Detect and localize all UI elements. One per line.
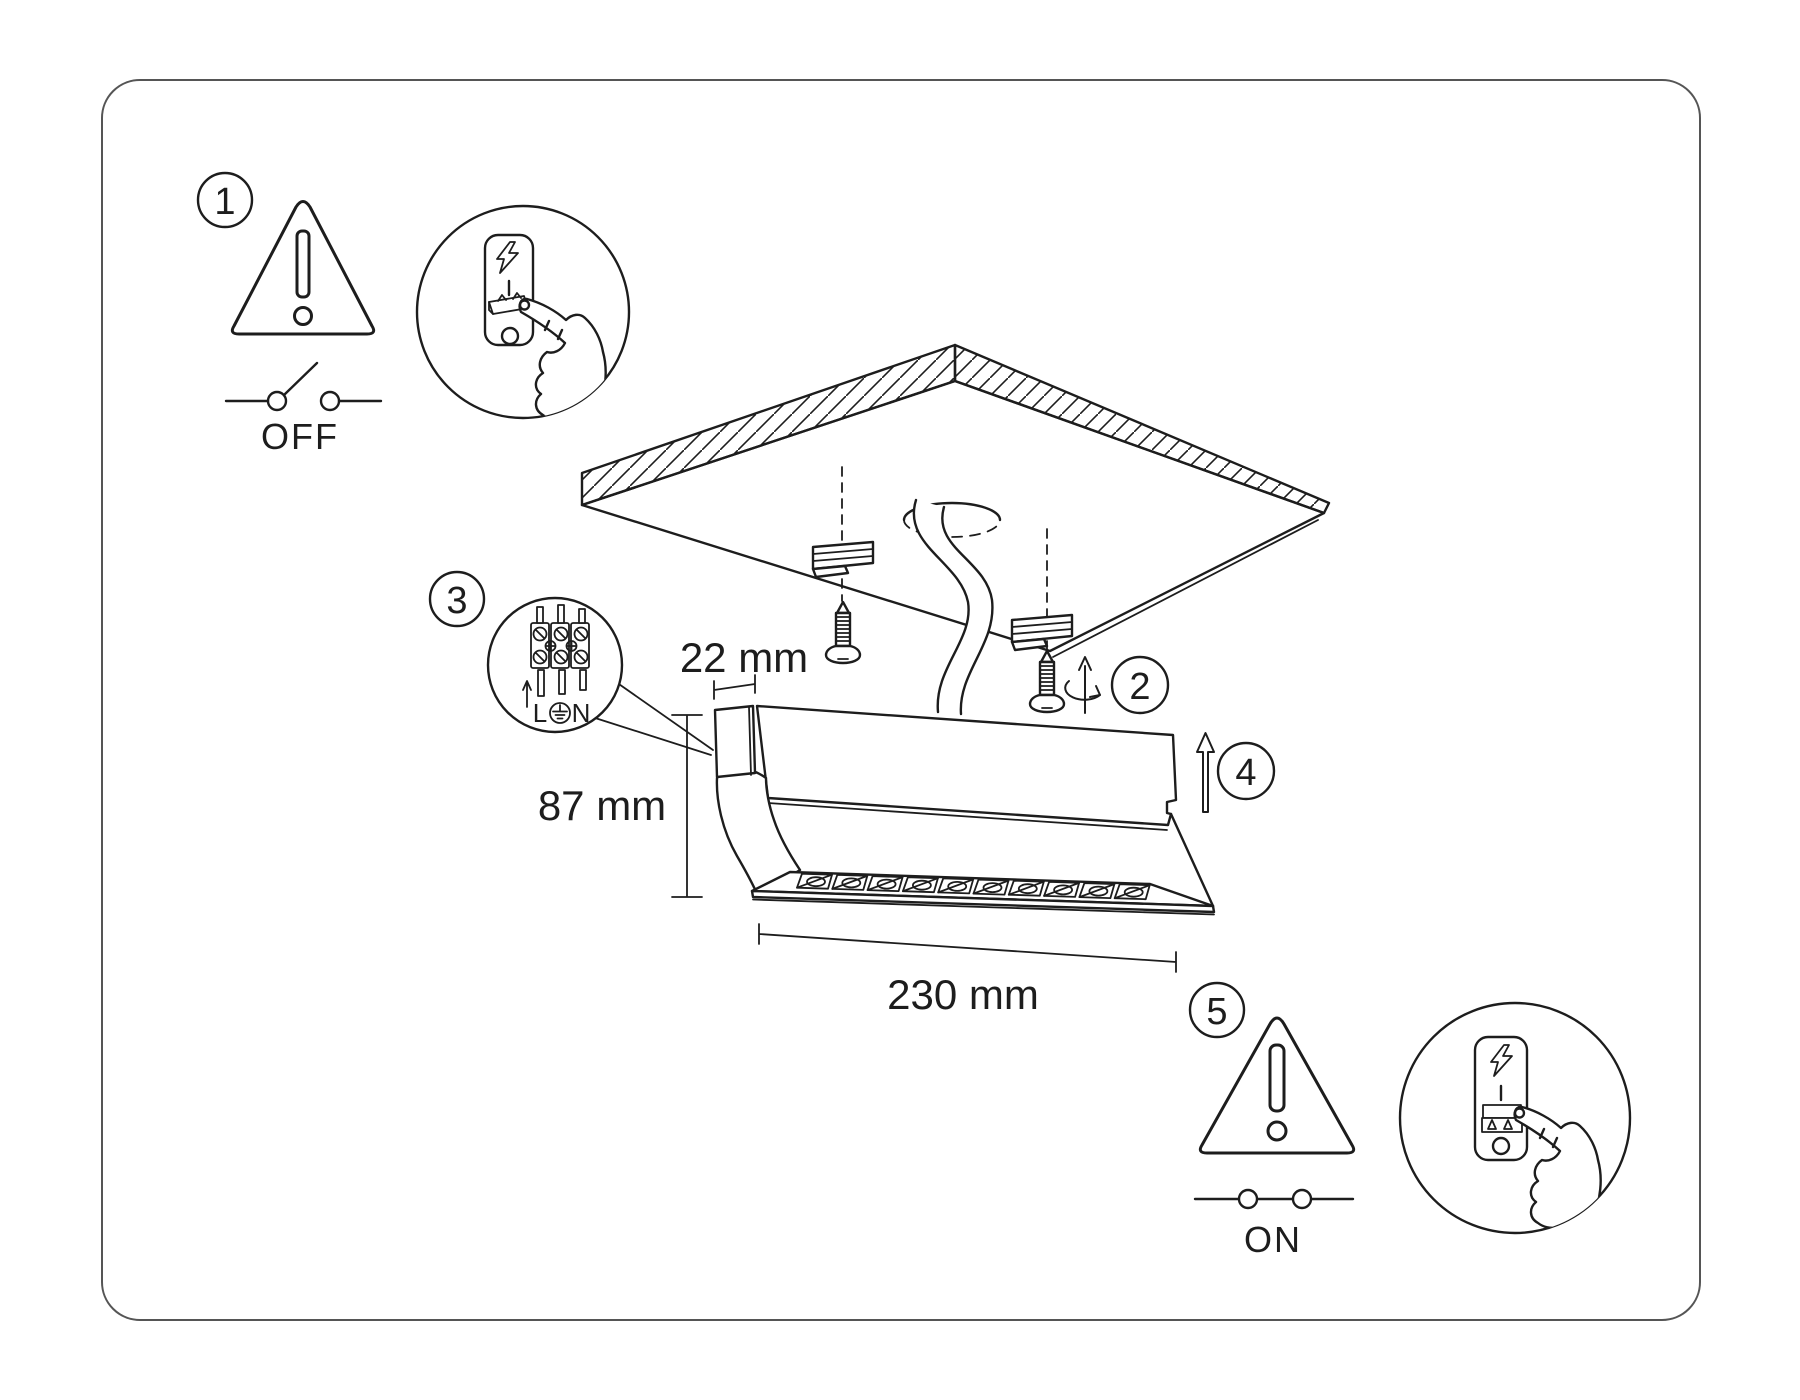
louver-lip-line: [752, 898, 1215, 916]
power-on-magnifier: [1398, 1001, 1632, 1235]
dimension-230mm: 230 mm: [758, 923, 1177, 1018]
screw-icon: [824, 600, 862, 665]
dimension-22mm: 22 mm: [680, 634, 808, 700]
neutral-terminal-label: N: [572, 698, 591, 728]
bracket-edge: [1169, 812, 1215, 908]
wire: [537, 669, 545, 697]
off-label: OFF: [261, 416, 339, 457]
insert-arrow-icon: [522, 680, 532, 708]
switch-off-mark: [500, 326, 520, 346]
step1-number: 1: [214, 181, 235, 223]
screw-icon: [1028, 649, 1066, 714]
end-cap-edge: [748, 706, 752, 776]
step2-group: 2: [1064, 655, 1170, 715]
switch-open-icon: [224, 361, 383, 412]
power-off-magnifier: [415, 204, 631, 420]
step5-group: 5 ON: [1188, 981, 1356, 1260]
step3-number: 3: [446, 580, 467, 622]
step1-marker: [196, 171, 254, 229]
step1-group: 1 OFF: [196, 171, 383, 457]
hand-icon: [518, 297, 607, 418]
fixture-height-label: 87 mm: [538, 782, 666, 829]
wire: [579, 669, 587, 691]
power-cable: [912, 498, 994, 716]
step4-number: 4: [1235, 752, 1256, 794]
on-label: ON: [1244, 1219, 1302, 1260]
step2-marker: [1110, 655, 1170, 715]
step3-marker: [428, 570, 486, 628]
fixture-length-label: 230 mm: [887, 971, 1039, 1018]
ceiling-underside: [580, 379, 1326, 653]
led-louver-bar: [750, 870, 1216, 916]
step4-group: 4: [1196, 732, 1276, 813]
fixture-end-cap: [713, 704, 757, 779]
warning-triangle-icon: [1198, 1016, 1356, 1155]
wire: [557, 604, 565, 624]
cable-hole-hidden-edge: [903, 519, 1001, 538]
magnifier-leader-lines: [591, 681, 714, 756]
switch-closed-icon: [1193, 1188, 1355, 1210]
step5-number: 5: [1206, 991, 1227, 1033]
rocker-switch-on: [1481, 1104, 1523, 1133]
hand-icon: [1513, 1105, 1602, 1233]
ceiling-edge-hatched-right: [953, 343, 1331, 515]
cable-body: [913, 500, 993, 714]
step4-marker: [1216, 741, 1276, 801]
light-fixture: [713, 704, 1216, 916]
warning-triangle-icon: [230, 200, 376, 336]
ceiling-panel: [580, 343, 1331, 716]
magnifier-circle: [415, 204, 631, 420]
magnifier-circle: [1398, 1001, 1632, 1235]
switch-off-mark: [1491, 1136, 1511, 1156]
wire: [578, 608, 586, 624]
dimension-87mm: 87 mm: [538, 714, 703, 898]
step2-number: 2: [1129, 666, 1150, 708]
fixture-housing: [755, 704, 1178, 827]
live-terminal-label: L: [533, 698, 547, 728]
louver-lip: [750, 889, 1216, 914]
rotation-arrow-icon: [1064, 656, 1101, 714]
terminal-block-icon: [522, 604, 590, 708]
lightning-icon: [1490, 1044, 1513, 1077]
earth-icon: [549, 702, 571, 724]
wire: [536, 606, 544, 624]
ceiling-edge-double-line: [1052, 519, 1319, 658]
hinge-arm: [715, 767, 802, 898]
step5-marker: [1188, 981, 1246, 1039]
wire: [558, 669, 566, 695]
light-switch-plate: [1473, 1035, 1529, 1162]
cable-hole: [902, 501, 1002, 522]
step3-group: 3 L N: [428, 570, 714, 756]
page-border: [101, 79, 1701, 1321]
up-arrow-icon: [1196, 732, 1215, 813]
lightning-icon: [496, 241, 519, 274]
housing-lip-line: [767, 802, 1168, 831]
endcap-width-label: 22 mm: [680, 634, 808, 681]
